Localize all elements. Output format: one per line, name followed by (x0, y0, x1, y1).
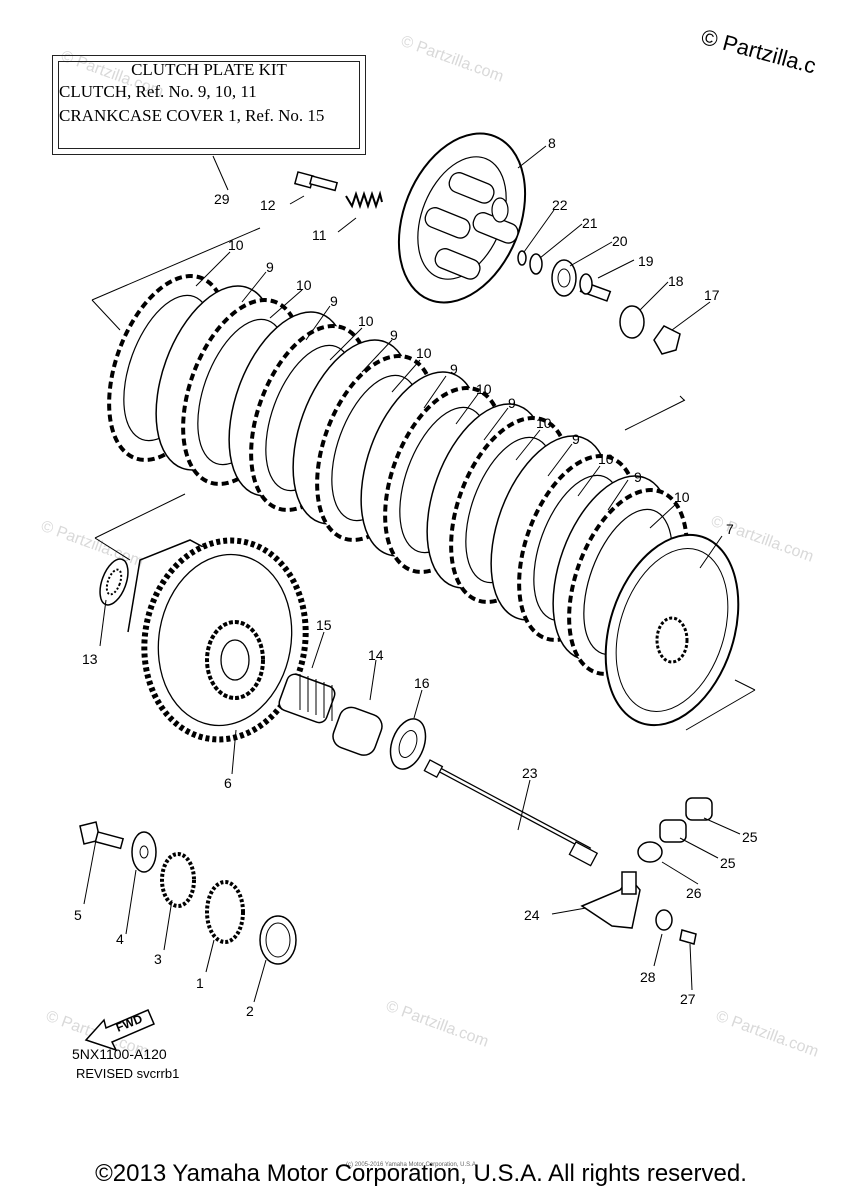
clutch-boss (604, 533, 740, 727)
callout-3: 3 (154, 951, 162, 967)
kit-line-clutch: CLUTCH, Ref. No. 9, 10, 11 (59, 82, 257, 101)
callout-9: 9 (572, 431, 580, 447)
push-rod (423, 759, 599, 867)
watermark-text: © Partzilla.com (714, 1008, 821, 1061)
callout-15: 15 (316, 617, 332, 633)
callout-19: 19 (638, 253, 654, 269)
callout-24: 24 (524, 907, 540, 923)
callout-27: 27 (680, 991, 696, 1007)
callout-2: 2 (246, 1003, 254, 1019)
needle-bearing (278, 673, 336, 724)
callout-9: 9 (330, 293, 338, 309)
callout-5: 5 (74, 907, 82, 923)
pressure-plate (397, 132, 527, 304)
callout-9: 9 (266, 259, 274, 275)
copyright-footer: ©2013 Yamaha Motor Corporation, U.S.A. A… (95, 1160, 747, 1187)
callout-10: 10 (296, 277, 312, 293)
callout-10: 10 (358, 313, 374, 329)
callout-18: 18 (668, 273, 684, 289)
callout-10: 10 (228, 237, 244, 253)
watermark-text: © Partzilla.com (399, 33, 506, 86)
clutch-spring (345, 190, 383, 210)
callout-11: 11 (312, 227, 327, 243)
callout-13: 13 (82, 651, 98, 667)
leader-lines (83, 145, 741, 1003)
callout-4: 4 (116, 931, 124, 947)
small-parts-17-22 (517, 250, 681, 355)
watermark-text: © Partzilla.com (384, 998, 491, 1051)
callout-26: 26 (686, 885, 702, 901)
hub-group-outline (94, 493, 756, 731)
callout-29: 29 (214, 191, 230, 207)
plate-group-outline (91, 227, 686, 431)
callout-12: 12 (260, 197, 276, 213)
callout-9: 9 (634, 469, 642, 485)
callout-10: 10 (476, 381, 492, 397)
watermark-text: © Partzilla.com (39, 518, 146, 571)
callout-16: 16 (414, 675, 430, 691)
spring-bolt (293, 171, 339, 192)
drawing-id: 5NX1100-A120 (72, 1046, 167, 1062)
thrust-washer (389, 718, 427, 770)
callout-14: 14 (368, 647, 384, 663)
callout-17: 17 (704, 287, 720, 303)
callout-25: 25 (720, 855, 736, 871)
clutch-plate-kit-box: CLUTCH PLATE KIT CLUTCH, Ref. No. 9, 10,… (52, 55, 366, 155)
callout-23: 23 (522, 765, 538, 781)
callout-20: 20 (612, 233, 628, 249)
callout-9: 9 (450, 361, 458, 377)
callout-6: 6 (224, 775, 232, 791)
callout-21: 21 (582, 215, 598, 231)
callout-8: 8 (548, 135, 556, 151)
callout-22: 22 (552, 197, 568, 213)
callout-9: 9 (390, 327, 398, 343)
callout-25: 25 (742, 829, 758, 845)
spacer (332, 706, 383, 756)
callout-28: 28 (640, 969, 656, 985)
callout-1: 1 (196, 975, 204, 991)
callout-10: 10 (598, 451, 614, 467)
callout-7: 7 (726, 521, 734, 537)
callout-10: 10 (536, 415, 552, 431)
callout-10: 10 (674, 489, 690, 505)
kit-box-inner-border (58, 61, 360, 149)
kit-line-crankcase: CRANKCASE COVER 1, Ref. No. 15 (59, 106, 325, 125)
kit-title: CLUTCH PLATE KIT (131, 60, 287, 79)
callout-9: 9 (508, 395, 516, 411)
push-lever-assembly (580, 797, 713, 945)
lower-left-parts (79, 821, 297, 965)
clutch-housing (127, 537, 309, 743)
revised-note: REVISED svcrrb1 (76, 1066, 180, 1081)
callout-numbers: 29 12 11 8 22 21 20 19 18 17 10 9 10 9 1… (74, 135, 758, 1019)
callout-10: 10 (416, 345, 432, 361)
tiny-copyright: (c) 2005-2016 Yamaha Motor Corporation, … (346, 1162, 478, 1168)
